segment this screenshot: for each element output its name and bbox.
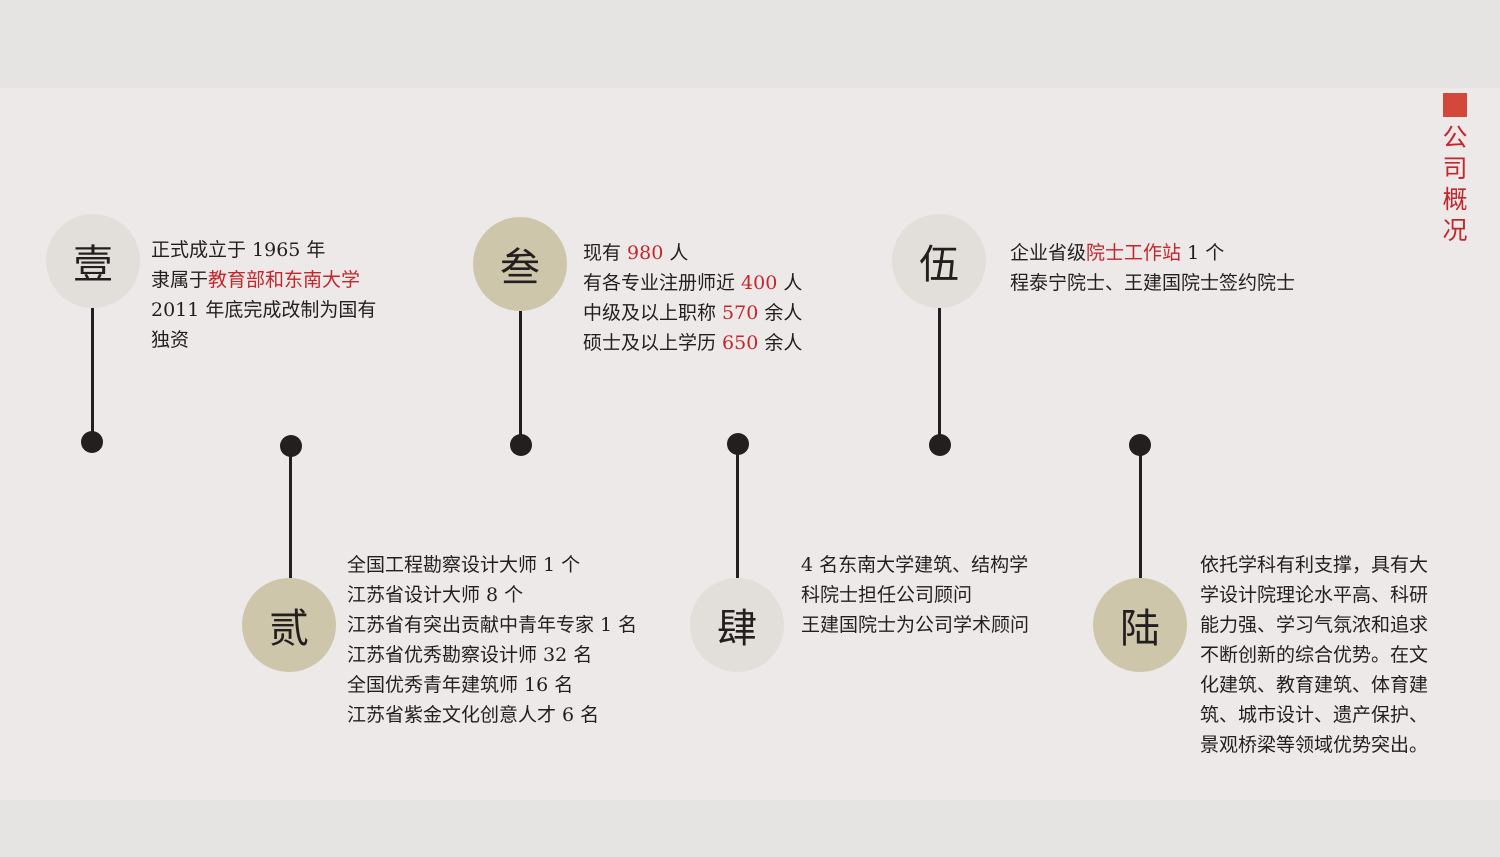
item-six-stem	[1139, 445, 1142, 578]
item-two-numeral: 贰	[269, 606, 309, 652]
text-line: 江苏省有突出贡献中青年专家 1 名	[347, 614, 638, 636]
text-segment: 人	[663, 242, 689, 264]
text-line: 景观桥梁等领域优势突出。	[1200, 734, 1429, 756]
section-marker	[1443, 93, 1467, 117]
text-line: 正式成立于 1965 年	[151, 235, 376, 265]
text-line: 化建筑、教育建筑、体育建	[1200, 674, 1429, 696]
item-four-text: 4 名东南大学建筑、结构学 科院士担任公司顾问 王建国院士为公司学术顾问	[801, 550, 1029, 640]
text-line: 4 名东南大学建筑、结构学	[801, 554, 1029, 576]
item-three-numeral: 叁	[500, 245, 540, 291]
text-line: 江苏省紫金文化创意人才 6 名	[347, 704, 600, 726]
text-segment: 隶属于	[151, 269, 209, 291]
highlight-text: 院士工作站	[1086, 242, 1182, 264]
item-three-dot	[510, 434, 532, 456]
text-line: 硕士及以上学历 650 余人	[583, 328, 802, 358]
section-title-char: 司	[1442, 154, 1468, 183]
text-segment: 程泰宁院士、王建国院士签约院士	[1010, 272, 1296, 294]
text-segment: 企业省级	[1010, 242, 1087, 264]
item-five-dot	[929, 434, 951, 456]
section-title-char: 概	[1442, 185, 1468, 214]
text-line: 能力强、学习气氛浓和追求	[1200, 614, 1429, 636]
text-line: 江苏省设计大师 8 个	[347, 584, 524, 606]
section-title-char: 况	[1442, 216, 1468, 245]
text-line: 全国优秀青年建筑师 16 名	[347, 674, 574, 696]
item-five-numeral: 伍	[919, 242, 959, 288]
text-line: 学设计院理论水平高、科研	[1200, 584, 1429, 606]
item-one-text: 正式成立于 1965 年 隶属于教育部和东南大学 2011 年底完成改制为国有 …	[151, 235, 376, 355]
text-line: 中级及以上职称 570 余人	[583, 298, 802, 328]
highlight-text: 教育部和东南大学	[208, 269, 361, 291]
text-segment: 2011 年底完成改制为国有	[151, 299, 377, 321]
text-line: 有各专业注册师近 400 人	[583, 268, 802, 298]
item-two-text: 全国工程勘察设计大师 1 个 江苏省设计大师 8 个 江苏省有突出贡献中青年专家…	[347, 550, 637, 730]
item-four-numeral: 肆	[717, 606, 757, 652]
item-five-text: 企业省级院士工作站 1 个 程泰宁院士、王建国院士签约院士	[1010, 238, 1295, 298]
text-line: 独资	[151, 325, 376, 355]
item-three-text: 现有 980 人 有各专业注册师近 400 人 中级及以上职称 570 余人 硕…	[583, 238, 802, 358]
item-two-numeral-badge: 贰	[242, 578, 336, 672]
item-one-numeral-badge: 壹	[46, 214, 140, 308]
highlight-text: 570	[722, 302, 759, 324]
text-line: 不断创新的综合优势。在文	[1200, 644, 1429, 666]
highlight-text: 980	[627, 242, 664, 264]
bottom-band	[0, 800, 1500, 857]
item-five-stem	[938, 308, 941, 444]
item-three-stem	[519, 311, 522, 445]
text-line: 全国工程勘察设计大师 1 个	[347, 554, 581, 576]
text-line: 企业省级院士工作站 1 个	[1010, 238, 1295, 268]
item-four-stem	[736, 444, 739, 578]
item-one-dot	[81, 431, 103, 453]
item-three-numeral-badge: 叁	[473, 217, 567, 311]
text-segment: 1 个	[1181, 242, 1225, 264]
item-five-numeral-badge: 伍	[892, 214, 986, 308]
highlight-text: 650	[722, 332, 759, 354]
item-four-numeral-badge: 肆	[690, 578, 784, 672]
text-segment: 独资	[151, 329, 190, 351]
text-line: 江苏省优秀勘察设计师 32 名	[347, 644, 593, 666]
text-line: 程泰宁院士、王建国院士签约院士	[1010, 268, 1295, 298]
item-one-stem	[91, 308, 94, 442]
section-title: 公 司 概 况	[1438, 122, 1472, 246]
text-segment: 有各专业注册师近	[583, 272, 742, 294]
text-line: 科院士担任公司顾问	[801, 584, 973, 606]
text-segment: 余人	[758, 302, 803, 324]
text-segment: 硕士及以上学历	[583, 332, 723, 354]
text-line: 筑、城市设计、遗产保护、	[1200, 704, 1429, 726]
text-segment: 余人	[758, 332, 803, 354]
item-six-numeral: 陆	[1120, 606, 1160, 652]
section-title-char: 公	[1442, 123, 1468, 152]
item-one-numeral: 壹	[73, 242, 113, 288]
text-line: 现有 980 人	[583, 238, 802, 268]
item-two-stem	[289, 446, 292, 578]
highlight-text: 400	[741, 272, 778, 294]
item-six-numeral-badge: 陆	[1093, 578, 1187, 672]
text-line: 依托学科有利支撑，具有大	[1200, 554, 1429, 576]
text-segment: 现有	[583, 242, 628, 264]
top-band	[0, 0, 1500, 88]
item-six-text: 依托学科有利支撑，具有大 学设计院理论水平高、科研 能力强、学习气氛浓和追求 不…	[1200, 550, 1428, 760]
text-segment: 正式成立于 1965 年	[151, 239, 326, 261]
text-line: 王建国院士为公司学术顾问	[801, 614, 1030, 636]
text-line: 隶属于教育部和东南大学	[151, 265, 376, 295]
text-segment: 人	[777, 272, 803, 294]
text-line: 2011 年底完成改制为国有	[151, 295, 376, 325]
text-segment: 中级及以上职称	[583, 302, 723, 324]
